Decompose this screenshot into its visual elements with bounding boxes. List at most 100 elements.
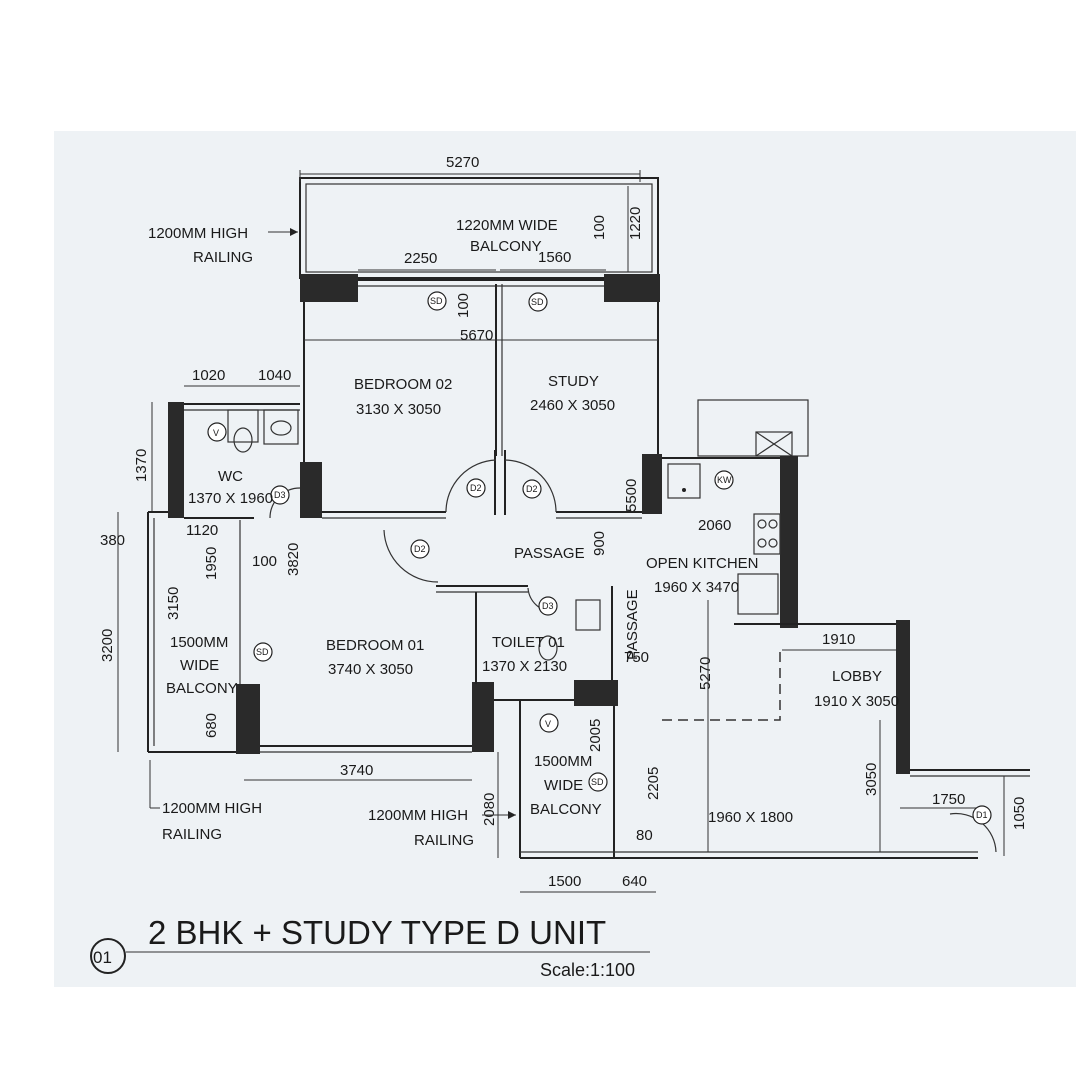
- lobby-name: LOBBY: [832, 668, 882, 685]
- dim-100-a: 100: [591, 215, 608, 240]
- d3-tag-wc: [270, 485, 290, 505]
- d1-tag: [972, 805, 992, 825]
- railing-note-left: 1200MM HIGH RAILING: [149, 760, 262, 843]
- dim-5670: 5670: [460, 327, 493, 344]
- dim-3150: 3150: [165, 587, 182, 620]
- svg-text:D2: D2: [470, 483, 482, 493]
- d2-tag-bedroom02-door: D2: [466, 478, 486, 498]
- lobby-size: 1910 X 3050: [814, 693, 899, 710]
- railing-bottom-1: 1200MM HIGH: [368, 807, 468, 824]
- left-balcony-3: BALCONY: [166, 680, 238, 697]
- dim-1910: 1910: [822, 631, 855, 648]
- kw-tag: [714, 470, 734, 490]
- svg-text:SD: SD: [531, 297, 544, 307]
- door-swing-study: [504, 459, 557, 513]
- dim-2205: 2205: [645, 767, 662, 800]
- dim-1050: 1050: [1011, 797, 1028, 830]
- toilet01-size: 1370 X 2130: [482, 658, 567, 675]
- svg-text:D2: D2: [414, 544, 426, 554]
- dim-900: 900: [591, 531, 608, 556]
- svg-text:D1: D1: [976, 810, 988, 820]
- railing-bottom-2: RAILING: [414, 832, 474, 849]
- bedroom01-size: 3740 X 3050: [328, 661, 413, 678]
- dim-3820: 3820: [285, 543, 302, 576]
- plan-number: 01: [93, 948, 112, 967]
- space-lower-size: 1960 X 1800: [708, 809, 793, 826]
- title-block: 01 2 BHK + STUDY TYPE D UNIT Scale:1:100: [90, 914, 650, 980]
- wc-size: 1370 X 1960: [188, 490, 273, 507]
- left-balcony-1: 1500MM: [170, 634, 228, 651]
- kitchen-name: OPEN KITCHEN: [646, 555, 759, 572]
- dim-2250: 2250: [404, 250, 437, 267]
- bottom-balcony: V 1500MM WIDE BALCONY SD 2005 2080 1500 …: [481, 700, 978, 893]
- railing-note-top: 1200MM HIGH RAILING: [148, 225, 298, 266]
- svg-text:SD: SD: [256, 647, 269, 657]
- dim-5270-top: 5270: [446, 154, 479, 171]
- dim-100-c: 100: [252, 553, 277, 570]
- dim-5270-v: 5270: [697, 657, 714, 690]
- toilet01: D3 TOILET 01 1370 X 2130: [436, 585, 618, 706]
- lobby: 1910 LOBBY 1910 X 3050 3050 1960 X 1800 …: [708, 620, 1030, 856]
- svg-text:D3: D3: [542, 601, 554, 611]
- bottom-balcony-1: 1500MM: [534, 753, 592, 770]
- dim-380: 380: [100, 532, 125, 549]
- kitchen-size: 1960 X 3470: [654, 579, 739, 596]
- svg-text:D3: D3: [274, 490, 286, 500]
- bottom-balcony-3: BALCONY: [530, 801, 602, 818]
- top-balcony-label-2: BALCONY: [470, 238, 542, 255]
- drawing-sheet: 5270 1220MM WIDE BALCONY 2250 1560 100 1…: [54, 131, 1076, 987]
- dim-3200: 3200: [99, 629, 116, 662]
- d2-tag-study-door: D2: [522, 479, 542, 499]
- dim-1040: 1040: [258, 367, 291, 384]
- railing-left-2: RAILING: [162, 826, 222, 843]
- top-balcony: 5270 1220MM WIDE BALCONY 2250 1560 100 1…: [299, 154, 659, 279]
- wc-name: WC: [218, 468, 243, 485]
- plan-scale: Scale:1:100: [540, 960, 635, 980]
- dim-1020: 1020: [192, 367, 225, 384]
- svg-text:KW: KW: [717, 475, 732, 485]
- bedroom02-name: BEDROOM 02: [354, 376, 452, 393]
- sd-tag-bedroom02: SD: [427, 291, 447, 311]
- bottom-balcony-2: WIDE: [544, 777, 583, 794]
- dim-1560: 1560: [538, 249, 571, 266]
- dim-1370: 1370: [133, 449, 150, 482]
- svg-text:D2: D2: [526, 484, 538, 494]
- door-swing-bedroom02: [445, 459, 497, 513]
- dim-1750: 1750: [932, 791, 965, 808]
- top-balcony-label-1: 1220MM WIDE: [456, 217, 558, 234]
- study-size: 2460 X 3050: [530, 397, 615, 414]
- bedroom01-area: 3200 3150 380 1120 100 1950 3820 680 150…: [99, 511, 494, 781]
- dim-680: 680: [203, 713, 220, 738]
- v-tag-balcony: V: [545, 719, 551, 729]
- dim-640: 640: [622, 873, 647, 890]
- dim-3050: 3050: [863, 763, 880, 796]
- railing-left-1: 1200MM HIGH: [162, 800, 262, 817]
- sd-tag-balcony: SD: [588, 772, 608, 792]
- d3-tag-toilet: [538, 596, 558, 616]
- railing-top-2: RAILING: [193, 249, 253, 266]
- wc-room: V D3 WC 1370 X 1960 1020 1040 1370: [133, 367, 301, 519]
- dim-80: 80: [636, 827, 653, 844]
- dim-750: 750: [624, 649, 649, 666]
- dim-5500: 5500: [623, 479, 640, 512]
- dim-1500: 1500: [548, 873, 581, 890]
- dim-1120: 1120: [186, 522, 218, 539]
- passage-name: PASSAGE: [514, 545, 585, 562]
- toilet01-name: TOILET 01: [492, 634, 565, 651]
- d2-tag-bedroom01-door: [410, 539, 430, 559]
- dim-2060: 2060: [698, 517, 731, 534]
- study-name: STUDY: [548, 373, 599, 390]
- railing-note-bottom: 1200MM HIGH RAILING: [368, 807, 516, 849]
- sd-tag-study: SD: [528, 292, 548, 312]
- railing-top-1: 1200MM HIGH: [148, 225, 248, 242]
- plan-title: 2 BHK + STUDY TYPE D UNIT: [148, 914, 606, 951]
- svg-text:SD: SD: [430, 296, 443, 306]
- dim-2080: 2080: [481, 793, 498, 826]
- open-kitchen: KW 2060 OPEN KITCHEN 1960 X 3470 5270: [646, 399, 908, 852]
- dim-1950: 1950: [203, 547, 220, 580]
- bedroom01-name: BEDROOM 01: [326, 637, 424, 654]
- dim-3740: 3740: [340, 762, 373, 779]
- v-tag-wc: V: [213, 428, 219, 438]
- dim-2005: 2005: [587, 719, 604, 752]
- bedroom02-size: 3130 X 3050: [356, 401, 441, 418]
